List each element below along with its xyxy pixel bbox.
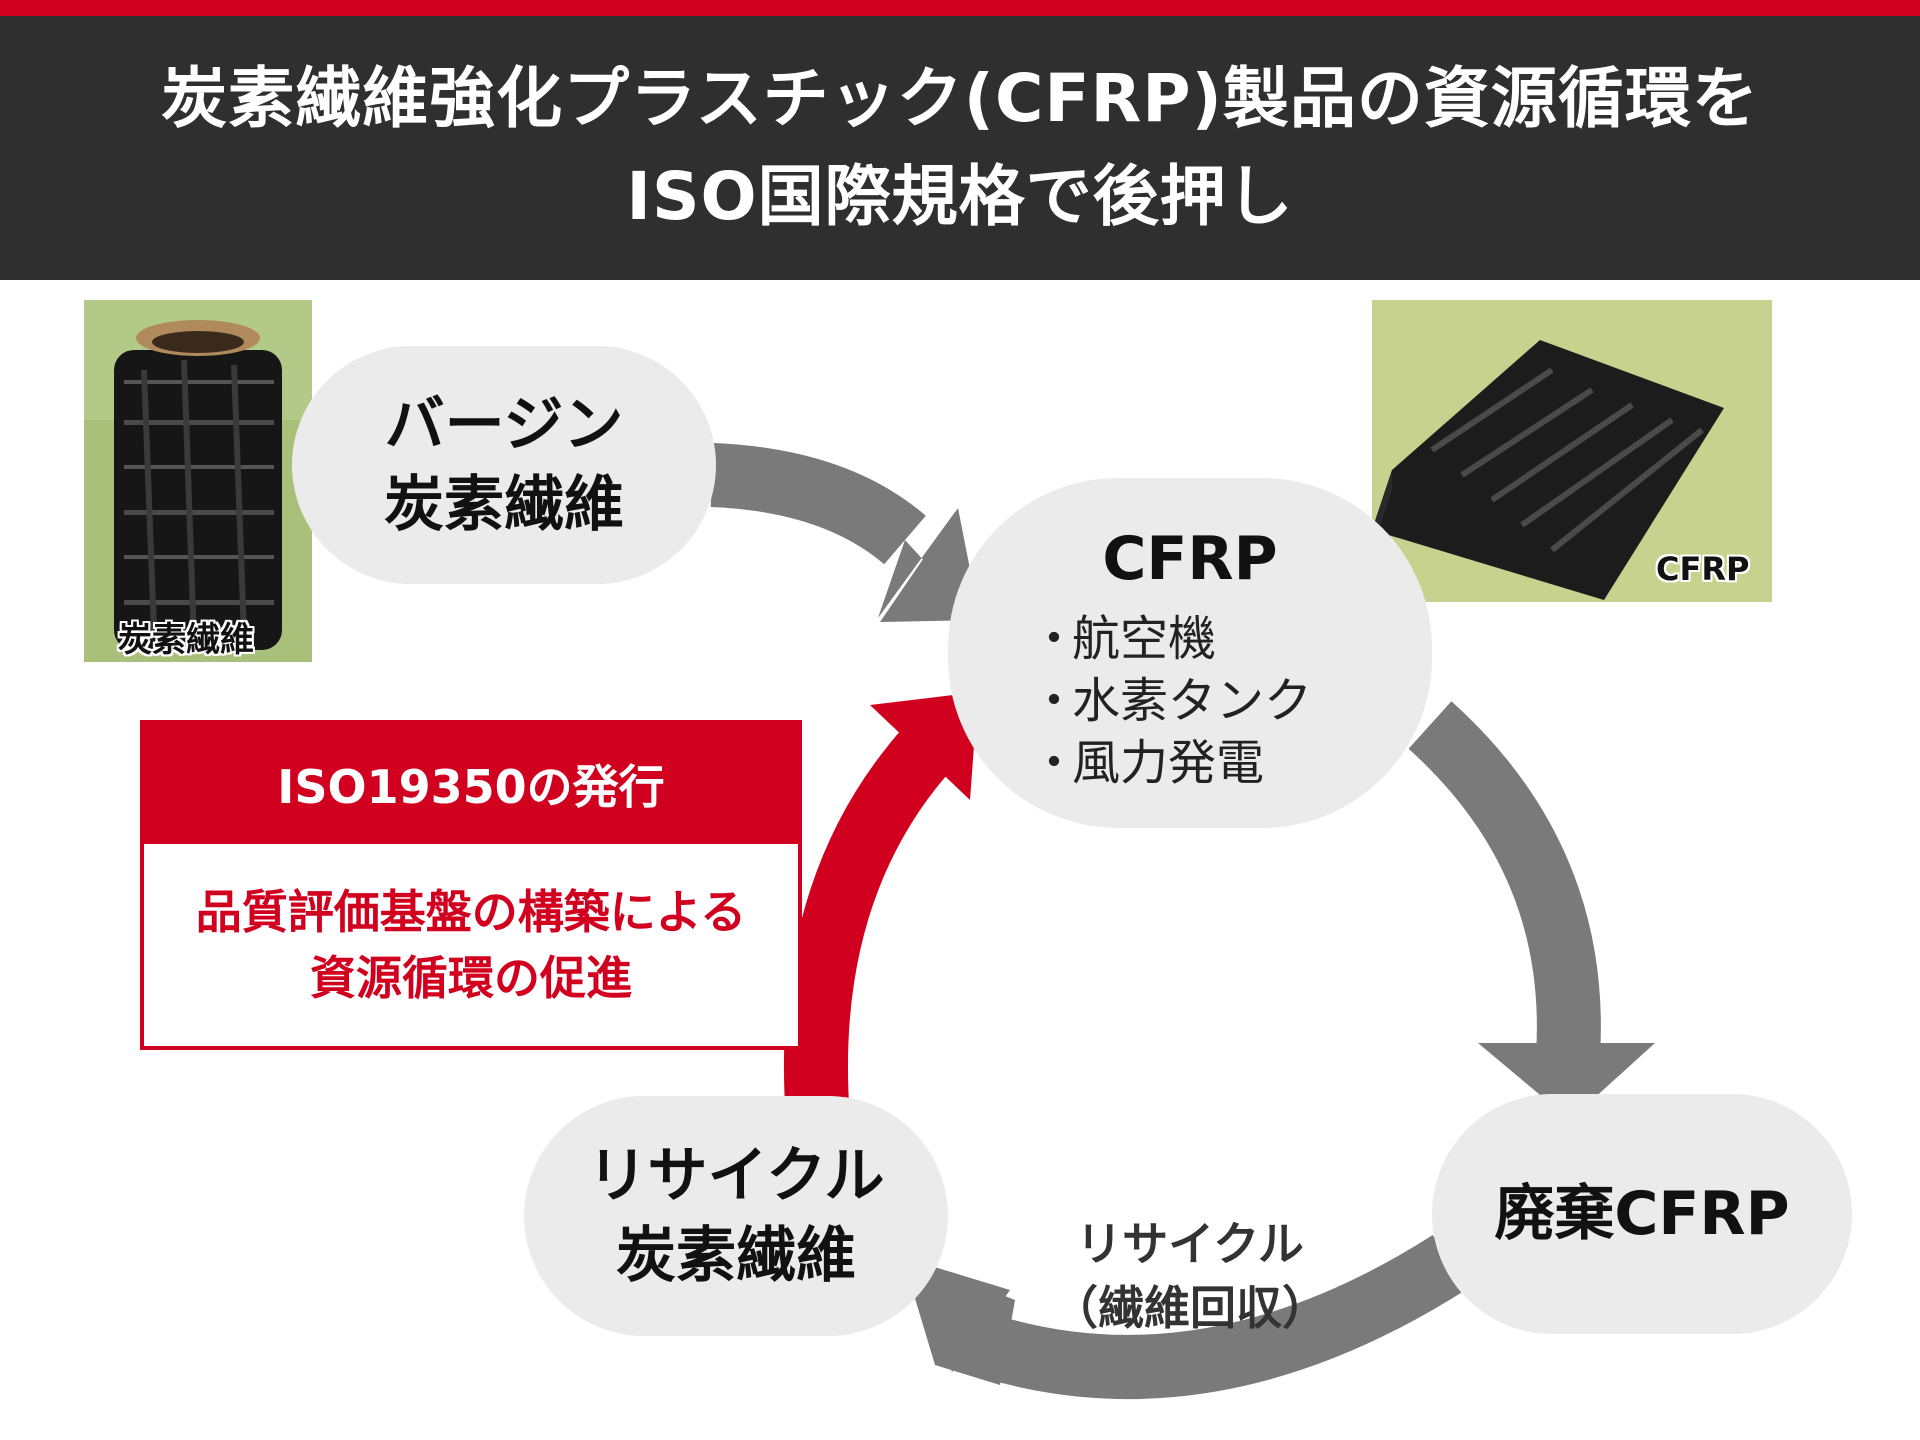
arrow-recycled-to-cfrp-head [870, 692, 978, 800]
node-waste-cfrp: 廃棄CFRP [1432, 1094, 1852, 1334]
node-cfrp: CFRP ・航空機 ・水素タンク ・風力発電 [948, 478, 1432, 828]
application-hydrogen-tank: 水素タンク [1072, 673, 1313, 729]
arrow-virgin-to-cfrp [710, 443, 926, 565]
application-aircraft: 航空機 [1072, 611, 1217, 667]
node-waste-label: 廃棄CFRP [1494, 1179, 1790, 1249]
iso-callout-heading: ISO19350の発行 [144, 724, 798, 844]
arrow-cfrp-to-waste-head [1478, 1043, 1655, 1120]
page-title-line2: ISO国際規格で後押し [626, 158, 1294, 235]
list-item: ・水素タンク [1030, 670, 1312, 732]
cfrp-applications-list: ・航空機 ・水素タンク ・風力発電 [1030, 608, 1312, 794]
list-item: ・航空機 [1030, 608, 1312, 670]
node-virgin-carbon-fiber: バージン 炭素繊維 [292, 346, 716, 584]
arrow-cfrp-to-waste [1408, 701, 1601, 1057]
bullet: ・ [1030, 735, 1079, 791]
bullet: ・ [1030, 611, 1079, 667]
node-virgin-line1: バージン [384, 390, 624, 460]
iso-callout-box: ISO19350の発行 品質評価基盤の構築による 資源循環の促進 [140, 720, 802, 1050]
iso-callout-body-line1: 品質評価基盤の構築による [195, 885, 747, 939]
bullet: ・ [1030, 673, 1079, 729]
arrow-recycled-to-cfrp [784, 712, 964, 1123]
page-title-line1: 炭素繊維強化プラスチック(CFRP)製品の資源循環を [161, 60, 1759, 137]
arrow-waste-to-recycled [975, 1235, 1468, 1399]
node-virgin-line2: 炭素繊維 [384, 470, 624, 540]
node-recycled-line2: 炭素繊維 [616, 1221, 856, 1291]
page-header: 炭素繊維強化プラスチック(CFRP)製品の資源循環を ISO国際規格で後押し [0, 16, 1920, 280]
recycle-arrow-label-line1: リサイクル [1076, 1217, 1304, 1271]
application-wind-power: 風力発電 [1072, 735, 1265, 791]
node-recycled-carbon-fiber: リサイクル 炭素繊維 [524, 1096, 948, 1336]
list-item: ・風力発電 [1030, 732, 1312, 794]
cfrp-sheet-photo [1372, 300, 1772, 602]
node-recycled-line1: リサイクル [587, 1141, 885, 1211]
recycle-arrow-label: リサイクル （繊維回収） [1040, 1212, 1340, 1340]
carbon-fiber-photo [84, 300, 312, 662]
top-accent-stripe [0, 0, 1920, 16]
recycle-arrow-label-line2: （繊維回収） [1052, 1281, 1328, 1335]
carbon-fiber-photo-caption: 炭素繊維 [118, 620, 254, 660]
cfrp-sheet-photo-caption: CFRP [1656, 550, 1750, 588]
node-cfrp-title: CFRP [1102, 524, 1278, 594]
iso-callout-body-line2: 資源循環の促進 [310, 951, 632, 1005]
iso-callout-body: 品質評価基盤の構築による 資源循環の促進 [144, 844, 798, 1046]
